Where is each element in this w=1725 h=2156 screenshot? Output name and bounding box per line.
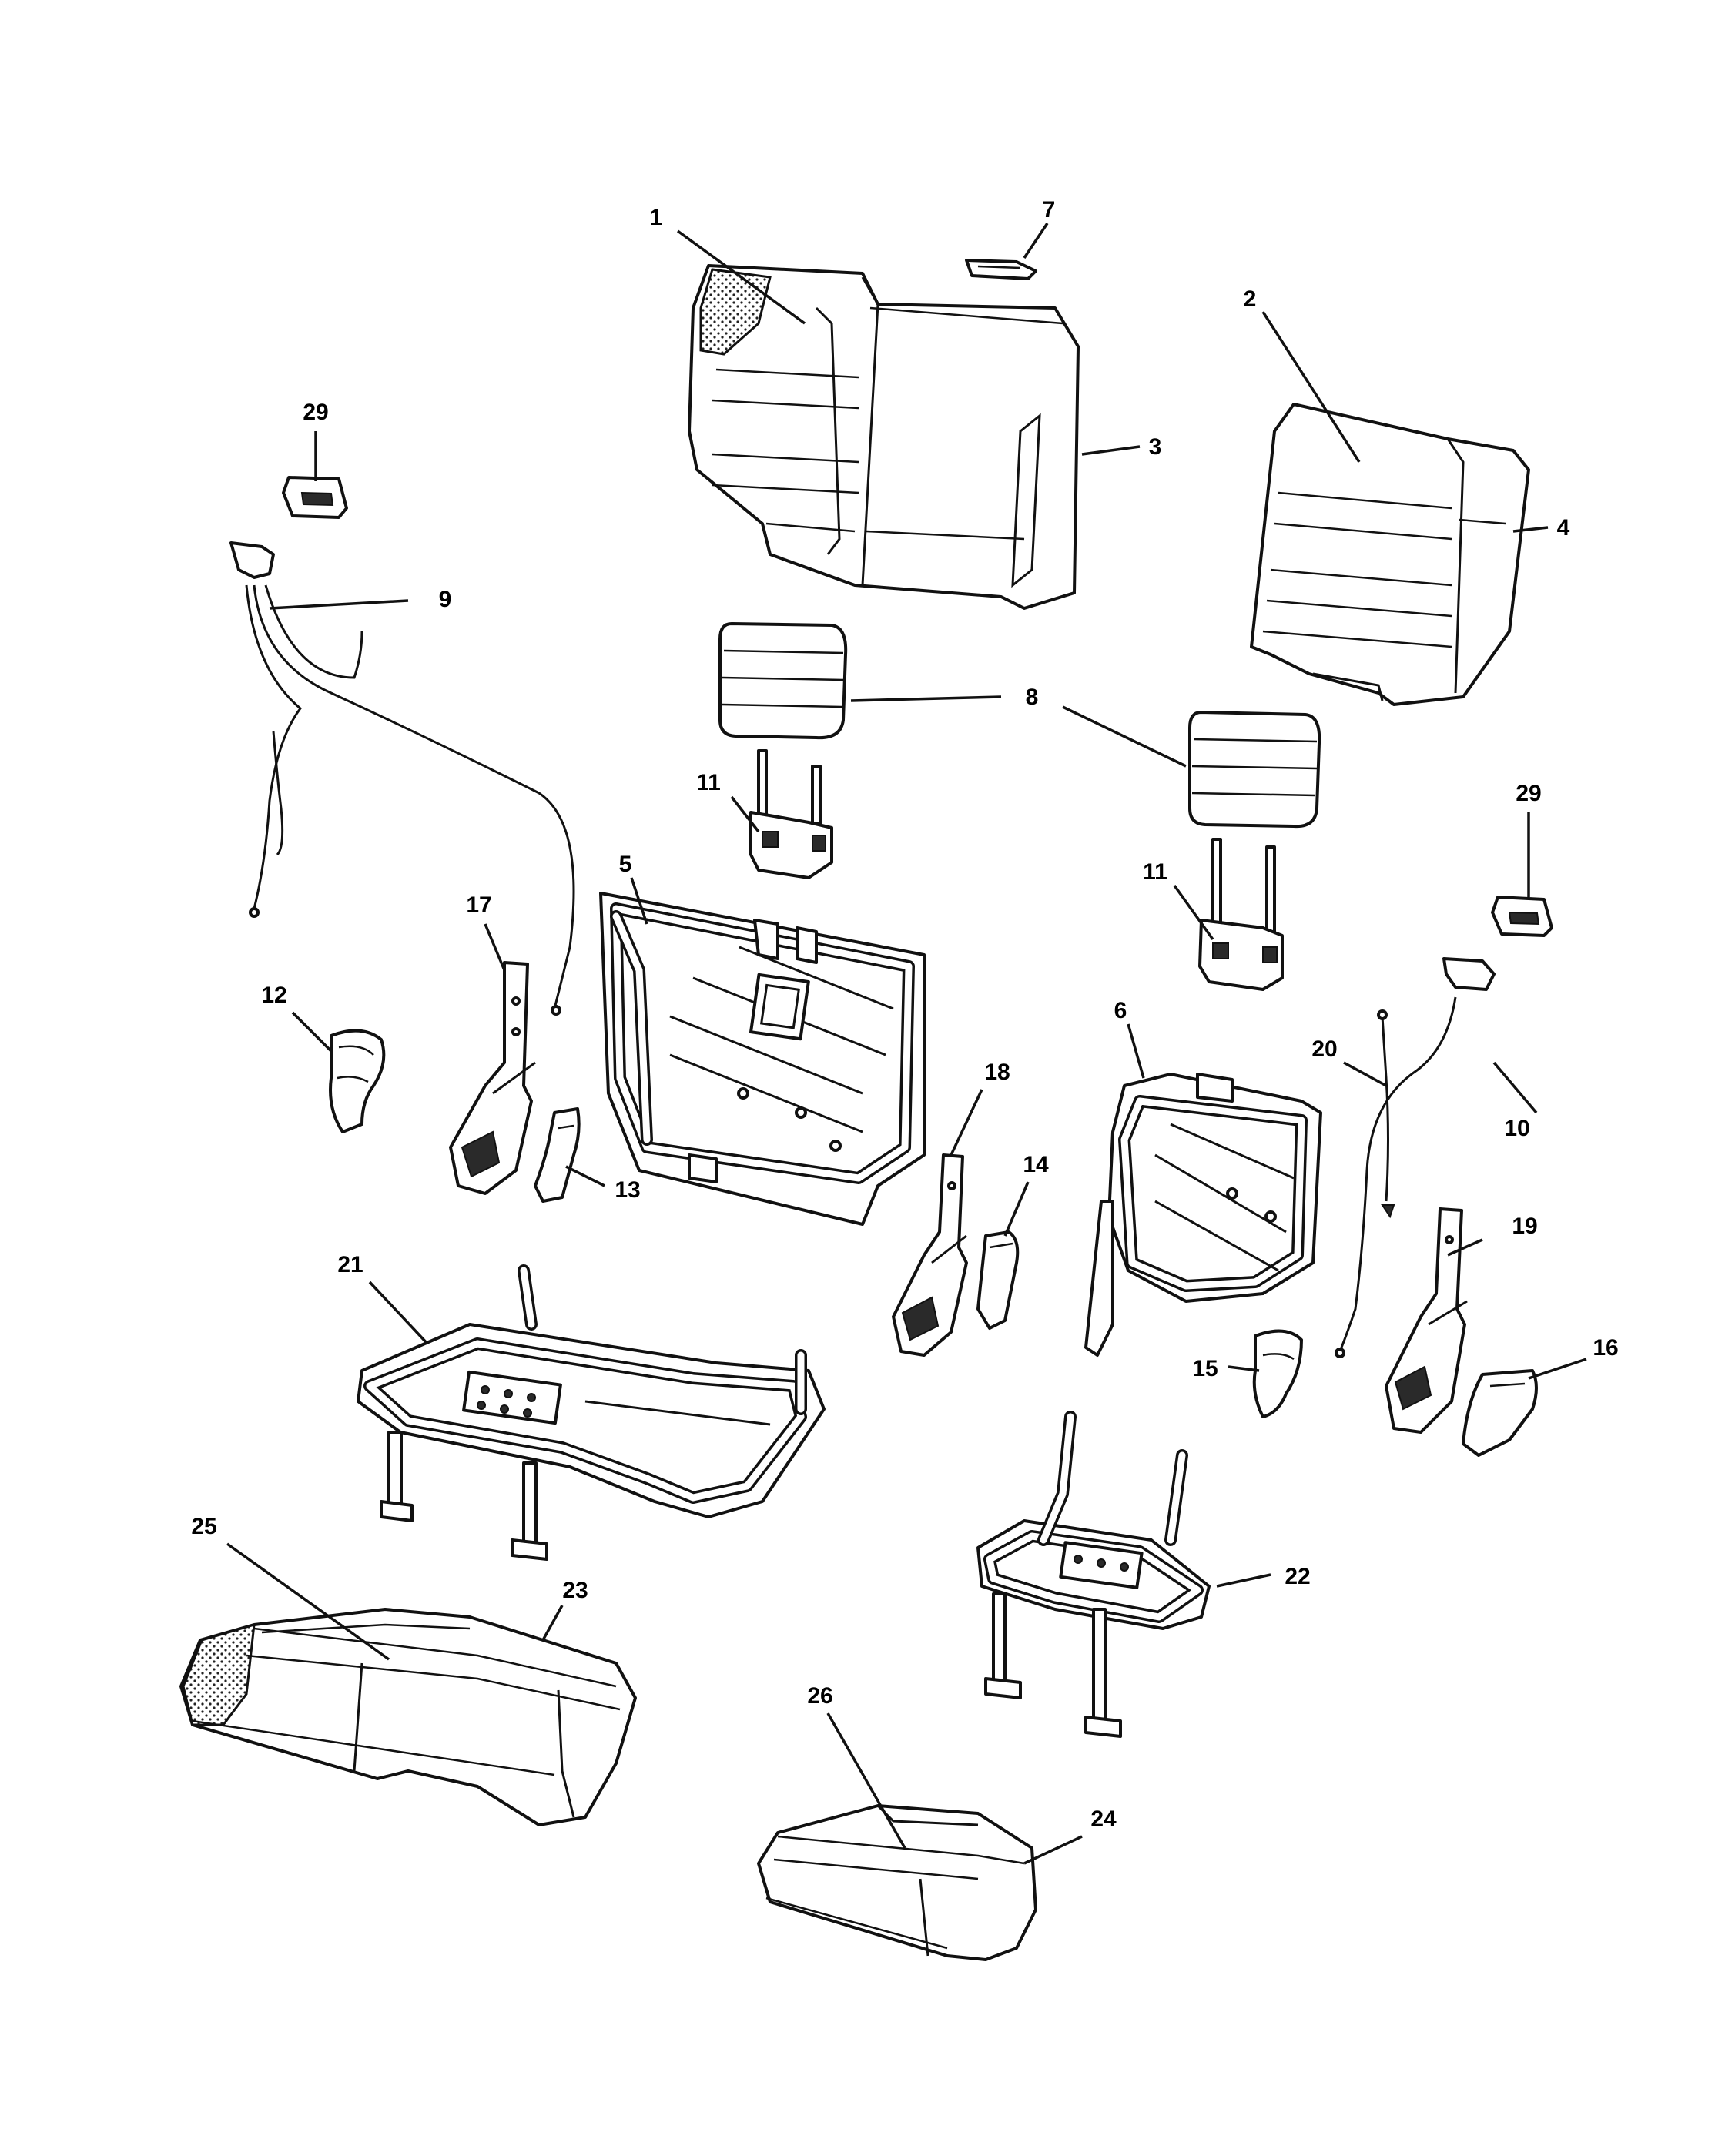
callout-23: 23 [562,1578,588,1603]
callout-13: 13 [615,1177,640,1203]
callout-22: 22 [1285,1564,1310,1589]
callout-5: 5 [619,852,632,877]
release-cable-right [1335,957,1496,1358]
callout-24: 24 [1090,1806,1117,1832]
callout-26: 26 [807,1683,832,1709]
recliner-center [892,1153,968,1357]
callout-7: 7 [1043,197,1056,223]
seat-cushion-large [179,1608,637,1826]
callout-labels: 1 2 3 4 5 6 7 8 9 10 11 11 12 13 14 15 1… [191,197,1618,1832]
trim-cover-16 [1462,1369,1538,1457]
hinge-cover-left [329,1029,386,1133]
callout-4: 4 [1557,515,1570,541]
callout-25: 25 [191,1514,216,1539]
callout-9: 9 [439,587,452,612]
callout-29a: 29 [303,400,328,425]
callout-18: 18 [984,1060,1010,1085]
callout-19: 19 [1512,1214,1537,1239]
callout-10: 10 [1504,1116,1529,1141]
callout-2: 2 [1244,286,1257,312]
callout-14: 14 [1023,1152,1049,1177]
seat-back-large [688,264,1080,610]
seat-back-clip [965,259,1037,280]
callout-11a: 11 [696,770,721,795]
callout-3: 3 [1149,434,1162,460]
callout-20: 20 [1311,1036,1337,1062]
callout-1: 1 [650,205,663,230]
release-cable-left [229,541,575,1016]
callout-29b: 29 [1516,781,1541,806]
callout-12: 12 [261,983,286,1008]
trim-cover-13 [534,1107,581,1203]
callout-15: 15 [1192,1356,1218,1381]
callout-8: 8 [1026,685,1039,710]
headrest-guide-left [749,749,833,879]
leader-lines [226,223,1587,1865]
recliner-right [1385,1207,1468,1434]
recliner-left [449,961,536,1195]
cushion-frame-large [357,1264,826,1561]
callout-17: 17 [466,892,491,918]
headrest-right [1188,711,1321,829]
trim-cover-15 [1252,1329,1303,1418]
seat-cushion-small [757,1804,1037,1961]
headrest-guide-right [1198,838,1284,991]
cushion-frame-small [976,1411,1211,1738]
callout-6: 6 [1114,998,1127,1023]
trim-cover-14 [976,1230,1020,1330]
headrest-left [718,622,848,740]
callout-21: 21 [337,1252,363,1277]
seat-back-frame-large [599,892,926,1226]
seat-back-small [1250,403,1530,706]
latch-cover-left [282,476,348,519]
latch-cover-right [1491,896,1553,937]
callout-16: 16 [1593,1335,1618,1361]
callout-11b: 11 [1143,859,1167,885]
seat-back-frame-small [1084,1073,1322,1357]
